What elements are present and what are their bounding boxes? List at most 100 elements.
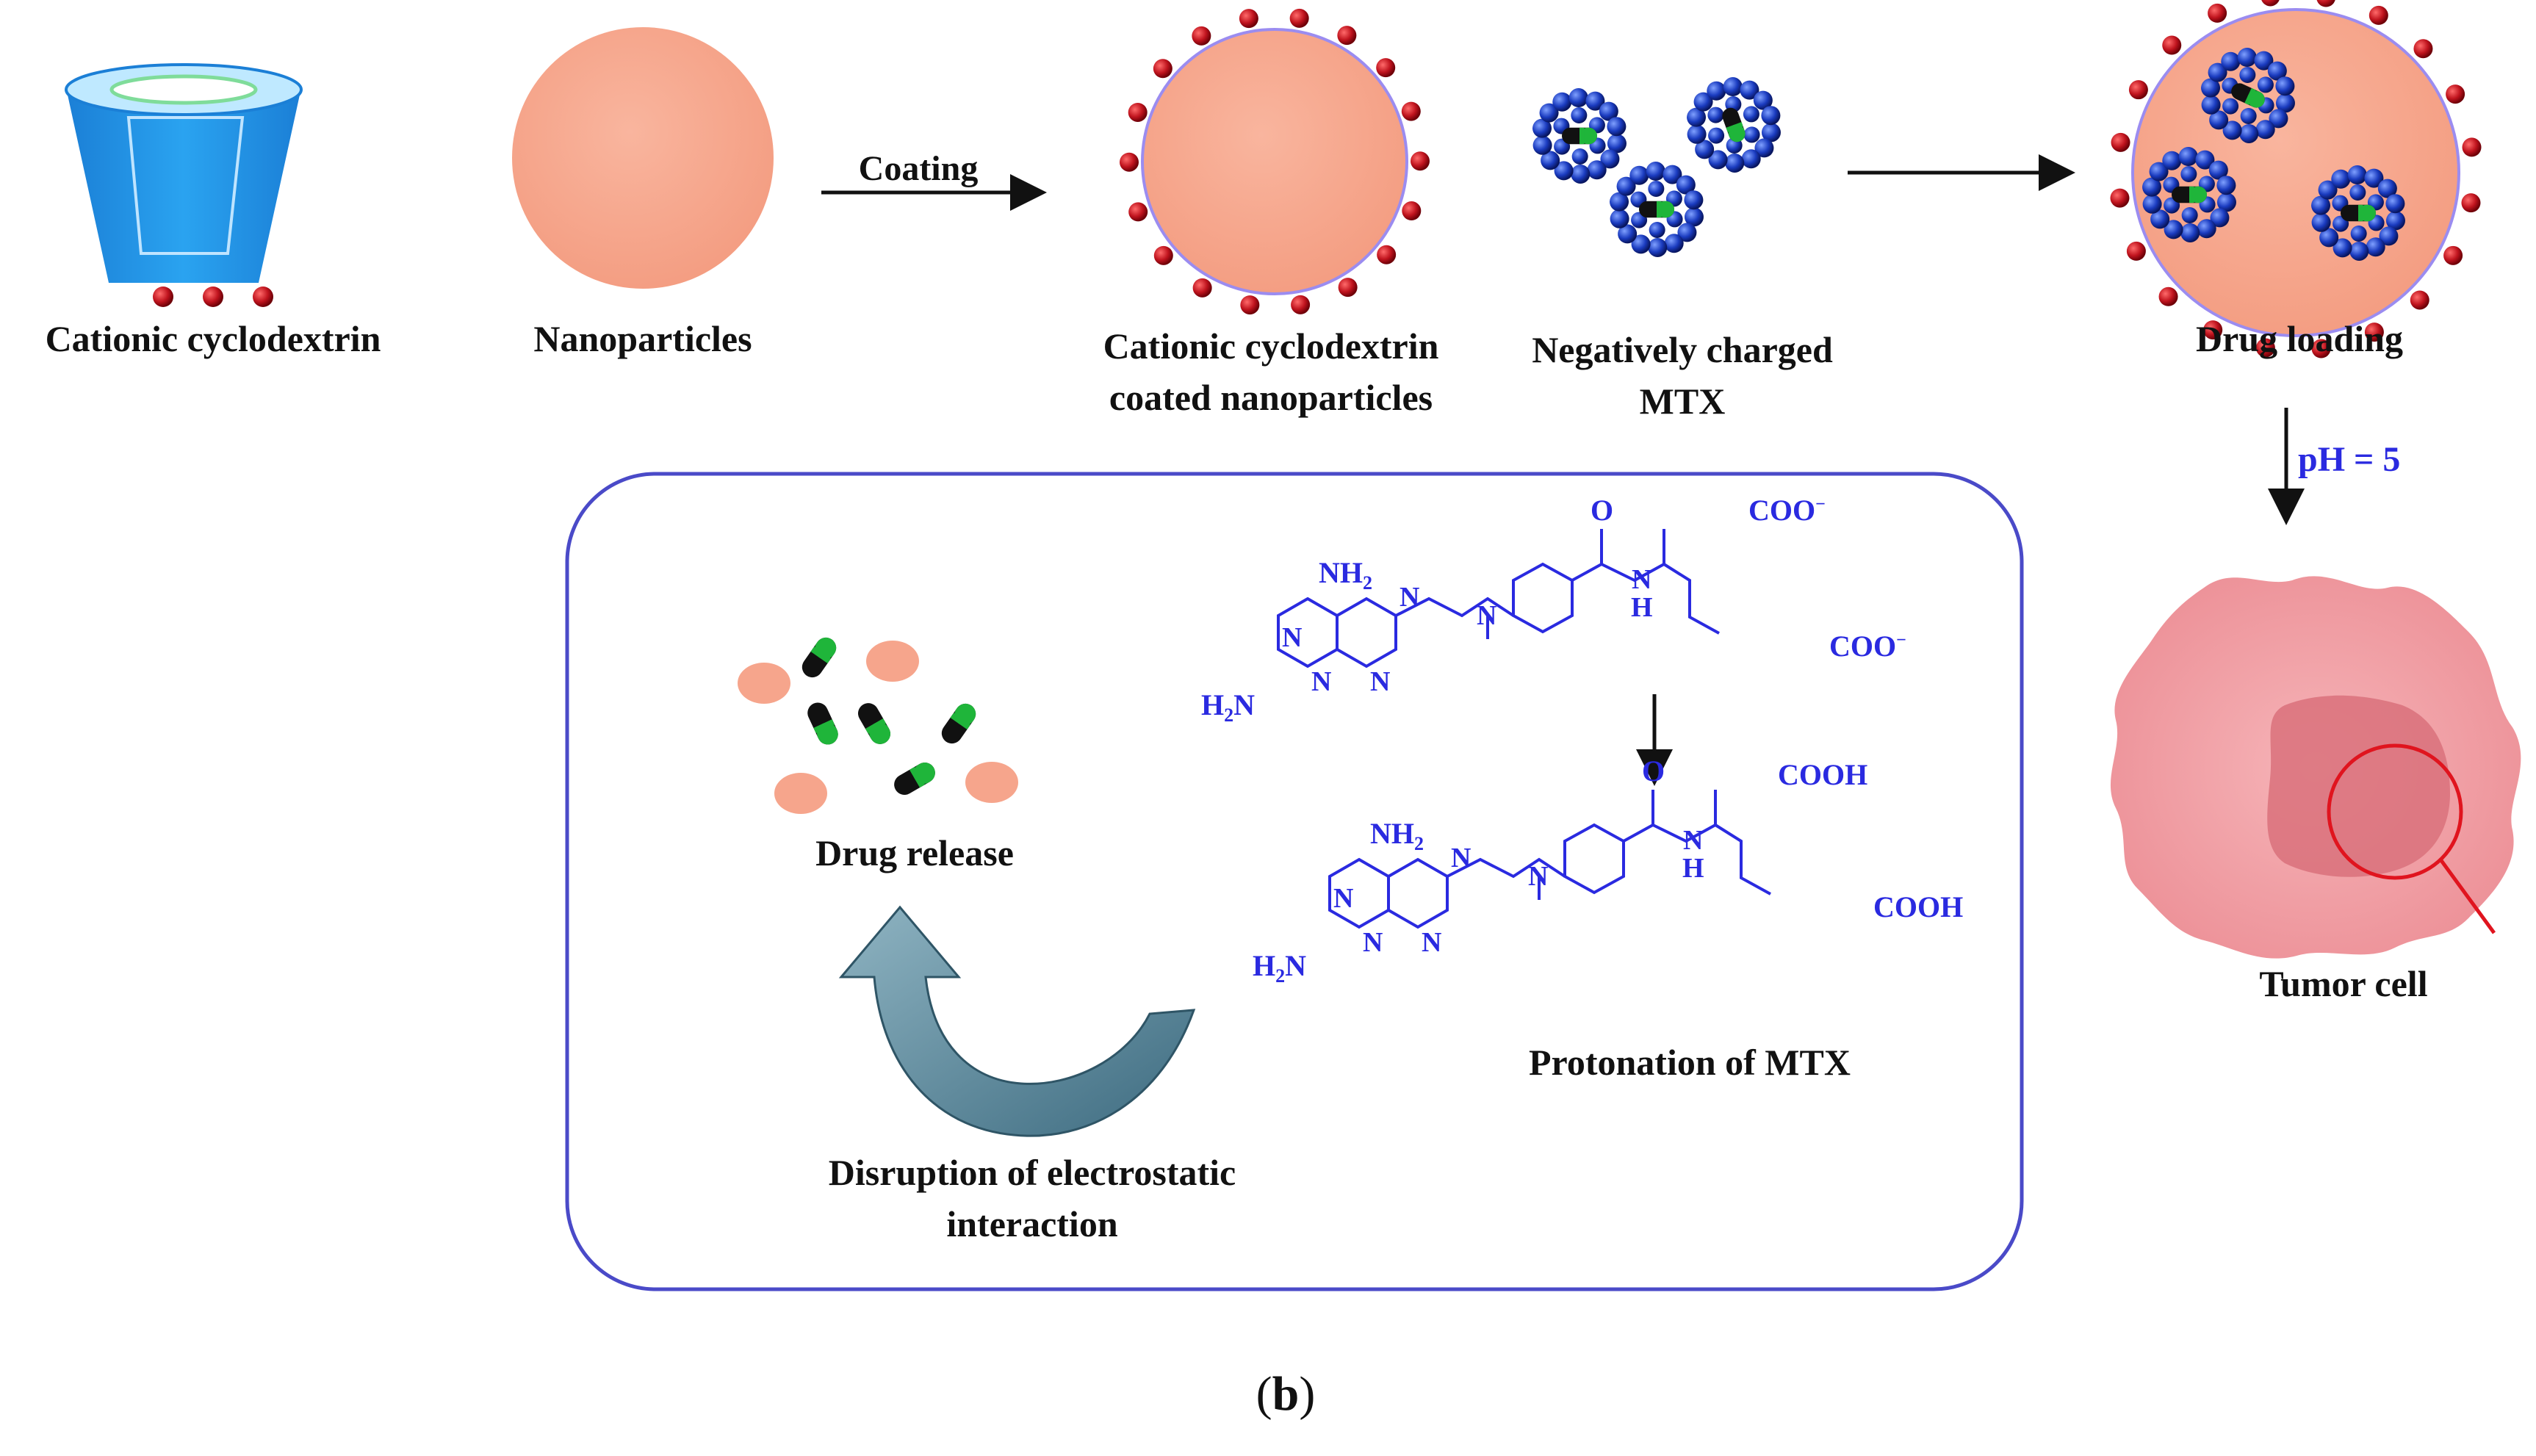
- chem-top-nh2: NH2: [1319, 556, 1372, 594]
- mtx-anion-bead: [2195, 150, 2215, 170]
- mtx-anion-bead: [1571, 107, 1588, 124]
- cation-bead: [1240, 295, 1260, 315]
- cation-bead: [2311, 339, 2331, 358]
- mtx-clusters-icon: [1532, 77, 1781, 257]
- cation-bead: [2413, 39, 2433, 59]
- mtx-anion-bead: [1568, 88, 1588, 108]
- cation-bead: [2462, 137, 2482, 157]
- mtx-anion-bead: [2366, 237, 2385, 257]
- cation-bead: [2203, 320, 2223, 340]
- label-tumor-cell: Tumor cell: [2259, 963, 2428, 1004]
- drug-capsule-icon: [2341, 204, 2376, 222]
- cation-bead: [2158, 286, 2178, 306]
- chem-top-o: O: [1591, 494, 1614, 527]
- cation-bead: [2255, 338, 2275, 358]
- cation-bead: [2443, 245, 2463, 265]
- mtx-anion-bead: [1695, 140, 1715, 159]
- cation-bead: [1153, 245, 1173, 265]
- mtx-anion-bead: [2208, 62, 2227, 82]
- mtx-anion-bead: [2331, 169, 2351, 189]
- chem-top-n1: N: [1282, 622, 1303, 653]
- mtx-anion-bead: [2364, 168, 2384, 188]
- label-disruption-line2: interaction: [946, 1203, 1118, 1244]
- label-drug-release: Drug release: [815, 832, 1014, 873]
- mtx-anion-bead: [1743, 126, 1760, 143]
- mtx-anion-bead: [2201, 95, 2221, 115]
- label-coated-nanoparticles-line2: coated nanoparticles: [1109, 377, 1433, 418]
- mtx-anion-bead: [1631, 234, 1651, 254]
- mtx-anion-bead: [2142, 194, 2162, 214]
- label-mtx-line2: MTX: [1639, 381, 1726, 422]
- mtx-anion-bead: [2255, 120, 2275, 140]
- mtx-anion-bead: [1761, 123, 1781, 143]
- mtx-anion-bead: [1552, 92, 1572, 112]
- mtx-anion-bead: [1541, 151, 1560, 170]
- mtx-anion-bead: [2254, 51, 2274, 71]
- chem-bottom-o: O: [1642, 754, 1665, 788]
- cation-bead: [1377, 245, 1397, 264]
- mtx-anion-bead: [2311, 212, 2331, 232]
- chem-top-n5: N: [1477, 600, 1497, 631]
- chem-top-n2: N: [1311, 666, 1332, 697]
- mtx-anion-bead: [2150, 209, 2170, 229]
- tumor-cell-icon: [2110, 576, 2521, 959]
- drug-capsule-icon: [1562, 127, 1597, 145]
- chem-bottom-h2n: H2N: [1253, 949, 1307, 987]
- mtx-anion-bead: [1607, 134, 1627, 154]
- mtx-anion-bead: [1708, 150, 1728, 170]
- label-nanoparticles: Nanoparticles: [533, 318, 752, 359]
- mtx-anion-bead: [2209, 110, 2229, 130]
- mtx-anion-bead: [1761, 106, 1781, 126]
- mtx-anion-bead: [1753, 90, 1773, 110]
- label-coating: Coating: [858, 149, 979, 188]
- mtx-anion-bead: [1648, 237, 1668, 257]
- mtx-anion-bead: [2350, 225, 2367, 242]
- mtx-anion-bead: [1707, 107, 1724, 123]
- chem-bottom-n4: N: [1422, 927, 1442, 958]
- mtx-anion-bead: [1539, 103, 1559, 123]
- mtx-anion-bead: [1687, 107, 1707, 127]
- mtx-anion-bead: [2377, 179, 2397, 198]
- label-ph: pH = 5: [2298, 440, 2401, 479]
- chem-bottom-cooh1: COOH: [1778, 758, 1868, 791]
- mtx-anion-bead: [1616, 176, 1636, 196]
- mtx-anion-bead: [2180, 166, 2197, 183]
- mtx-anion-bead: [1723, 77, 1743, 97]
- drug-loaded-nanoparticle-icon: [2110, 0, 2482, 358]
- mtx-structure-bottom: [1328, 790, 1771, 929]
- mtx-anion-bead: [1687, 124, 1707, 144]
- cation-bead: [2208, 3, 2227, 23]
- label-drug-loading: Drug loading: [2195, 318, 2403, 359]
- mtx-anion-bead: [2181, 206, 2198, 223]
- chem-top-coo2: COO−: [1829, 630, 1906, 663]
- cation-bead: [2364, 322, 2384, 342]
- mtx-anion-bead: [2216, 192, 2236, 212]
- cation-bead: [2162, 35, 2182, 55]
- cation-bead: [1192, 278, 1212, 298]
- cation-bead: [1128, 202, 1148, 222]
- mtx-anion-bead: [2333, 238, 2352, 258]
- mtx-anion-bead: [2149, 162, 2169, 181]
- cation-bead: [1291, 295, 1311, 314]
- mtx-anion-bead: [2347, 165, 2367, 185]
- cation-bead: [1120, 152, 1139, 172]
- mtx-anion-bead: [2239, 67, 2256, 84]
- label-mtx-line1: Negatively charged: [1532, 329, 1833, 370]
- mtx-anion-bead: [1708, 127, 1725, 144]
- chem-bottom-nh2: NH2: [1370, 817, 1424, 854]
- mtx-anion-bead: [2257, 76, 2274, 93]
- mtx-anion-bead: [2385, 211, 2405, 231]
- mtx-anion-bead: [1693, 92, 1713, 112]
- mtx-anion-bead: [1684, 207, 1704, 227]
- disruption-curved-arrow: [838, 905, 1196, 1137]
- cation-bead: [1128, 102, 1148, 122]
- mtx-anion-bead: [2222, 120, 2242, 140]
- mtx-anion-bead: [2162, 151, 2182, 170]
- mechanism-panel: [565, 472, 2024, 1291]
- coated-nanoparticle-icon: [1120, 8, 1430, 315]
- drug-capsule-icon: [1639, 201, 1674, 218]
